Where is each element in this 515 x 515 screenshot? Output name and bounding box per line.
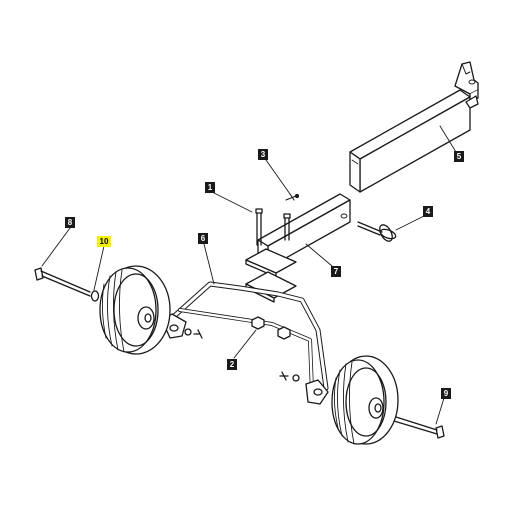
axle-hardware-right [279,371,300,382]
axle-hardware-left [184,328,203,339]
leader-7 [305,243,333,267]
leader-9 [435,397,445,425]
hitch-pin [357,221,397,242]
axle-bolt-left [34,267,100,302]
leader-3 [265,159,291,195]
left-wheel [99,265,171,355]
leader-6 [203,243,215,285]
tongue-tube [349,61,479,193]
right-wheel [331,355,399,445]
callout-4: 4 [423,206,433,217]
leader-10 [93,245,105,291]
leader-8 [41,227,71,267]
nuts [251,316,291,340]
callout-2: 2 [227,359,237,370]
short-tube [245,193,351,303]
callout-7: 7 [331,266,341,277]
callout-10: 10 [97,236,111,247]
callout-1: 1 [205,182,215,193]
callout-5: 5 [454,151,464,162]
callout-3: 3 [258,149,268,160]
callout-6: 6 [198,233,208,244]
leader-1 [213,192,253,213]
leader-5 [439,125,457,153]
leader-2 [233,329,257,359]
leader-lines [41,125,457,425]
leader-4 [395,215,425,231]
axle-bolt-right [393,416,445,439]
small-clip [285,193,300,201]
axle-frame [161,281,329,405]
bolt-pair [255,208,291,246]
callout-8: 8 [65,217,75,228]
callout-9: 9 [441,388,451,399]
